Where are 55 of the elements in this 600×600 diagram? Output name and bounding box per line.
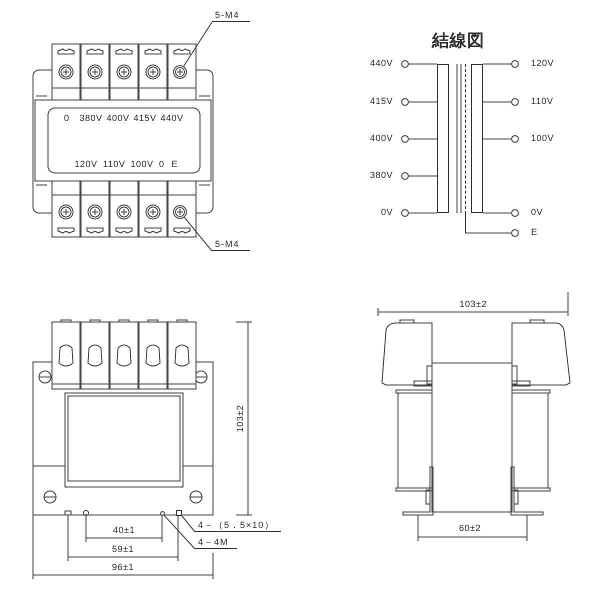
terminal-marking: 400V (106, 114, 130, 123)
terminal-marking: 380V (80, 114, 103, 123)
leader-line (183, 22, 212, 67)
wire (482, 212, 512, 214)
terminal-marking: 110V (103, 160, 126, 169)
terminal-label: 120V (531, 59, 554, 68)
dimension-label: 60±2 (459, 524, 481, 533)
wire (408, 212, 438, 214)
winding-box (437, 64, 449, 213)
dimension-label: 40±1 (113, 526, 135, 535)
dimension-label: 103±2 (236, 404, 245, 432)
terminal-marking: 0 (159, 160, 165, 169)
terminal-label: 440V (370, 59, 393, 68)
diagram-title: 結線図 (432, 32, 484, 49)
leader-label: 4－（5．5×10） (195, 519, 281, 532)
dimension-label: 103±2 (460, 300, 487, 309)
terminal-circle (511, 229, 519, 237)
terminal-label: 400V (370, 134, 393, 143)
wire (482, 138, 512, 140)
terminal-marking: 120V (74, 160, 98, 169)
terminal-circle (401, 60, 409, 68)
leader-label: 5-M4 (212, 238, 250, 251)
mounting-hole (160, 510, 164, 516)
leader-line (184, 216, 212, 252)
terminal-marking: 0 (64, 114, 70, 123)
terminal-circle (511, 135, 519, 143)
terminal-circle (401, 135, 409, 143)
dimension-label: 96±1 (112, 563, 134, 572)
terminal-label: E (531, 228, 538, 237)
wire (408, 138, 438, 140)
winding-box (471, 64, 483, 213)
terminal-marking: 415V (134, 114, 157, 123)
terminal-label: 0V (531, 208, 544, 217)
terminal-marking: 100V (130, 160, 154, 169)
leader-label: 4－4M (195, 536, 237, 549)
terminal-circle (511, 209, 519, 217)
leader-line (163, 514, 196, 550)
terminal-label: 110V (531, 97, 554, 106)
shield-line (465, 64, 468, 214)
terminal-circle (401, 172, 409, 180)
leader-label: 5-M4 (212, 9, 250, 22)
dimension-label: 59±1 (112, 545, 134, 554)
terminal-circle (401, 209, 409, 217)
wire (465, 214, 512, 234)
terminal-marking: 440V (160, 114, 184, 123)
terminal-circle (511, 98, 519, 106)
terminal-circle (401, 98, 409, 106)
mounting-slot (176, 510, 182, 516)
leader-line (182, 516, 196, 532)
terminal-label: 380V (370, 171, 393, 180)
terminal-label: 100V (531, 134, 554, 143)
terminal-label: 415V (370, 97, 393, 106)
terminal-label: 0V (380, 208, 393, 217)
terminal-marking: E (172, 160, 178, 169)
terminal-circle (511, 60, 519, 68)
